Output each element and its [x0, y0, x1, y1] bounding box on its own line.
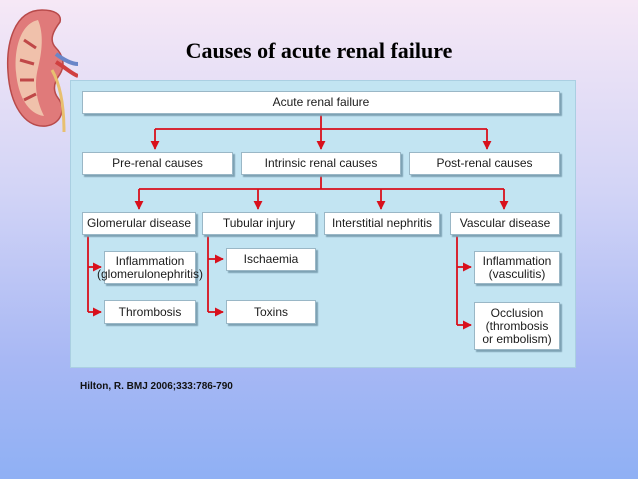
slide-title: Causes of acute renal failure	[185, 38, 453, 63]
node-ischaemia: Ischaemia	[226, 248, 316, 271]
node-inflammation-vasculitis: Inflammation (vasculitis)	[474, 251, 560, 284]
kidney-illustration	[6, 9, 78, 132]
node-vascular-disease: Vascular disease	[450, 212, 560, 235]
node-glomerular-disease: Glomerular disease	[82, 212, 196, 235]
node-tubular-injury: Tubular injury	[202, 212, 316, 235]
node-toxins: Toxins	[226, 300, 316, 324]
node-intrinsic-renal-causes: Intrinsic renal causes	[241, 152, 401, 175]
node-post-renal-causes: Post-renal causes	[409, 152, 560, 175]
node-occlusion: Occlusion (thrombosis or embolism)	[474, 302, 560, 350]
node-interstitial-nephritis: Interstitial nephritis	[324, 212, 440, 235]
node-pre-renal-causes: Pre-renal causes	[82, 152, 233, 175]
node-thrombosis: Thrombosis	[104, 300, 196, 324]
citation: Hilton, R. BMJ 2006;333:786-790	[80, 381, 233, 392]
node-inflammation-glomerulonephritis: Inflammation (glomerulonephritis)	[97, 251, 203, 284]
node-acute-renal-failure: Acute renal failure	[82, 91, 560, 114]
